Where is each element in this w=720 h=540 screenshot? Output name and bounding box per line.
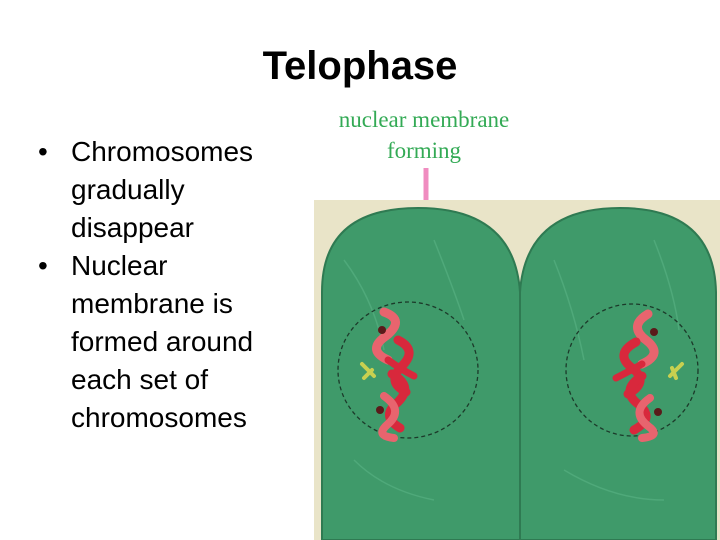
bullet-dot: • (38, 136, 48, 167)
bullet-item: • Nuclear membrane is formed around each… (38, 247, 308, 437)
right-centriole (668, 362, 684, 380)
slide-title: Telophase (262, 44, 458, 88)
left-nuclear-membrane (337, 301, 479, 439)
left-centriole (360, 362, 376, 380)
bullet-dot: • (38, 250, 48, 281)
callout-label: nuclear membrane forming (338, 107, 510, 163)
bullet-text: Chromosomes gradually disappear (71, 136, 254, 243)
right-nuclear-membrane (565, 303, 699, 437)
telophase-diagram (314, 200, 720, 540)
right-chromosome-set (612, 309, 662, 442)
spindle-fibers (343, 239, 680, 501)
left-chromosome-set (372, 307, 418, 442)
bullet-item: • Chromosomes gradually disappear (38, 133, 308, 247)
bullet-text: Nuclear membrane is formed around each s… (71, 250, 254, 433)
bullet-list: • Chromosomes gradually disappear • Nucl… (38, 133, 308, 437)
left-daughter-cell (321, 206, 521, 540)
